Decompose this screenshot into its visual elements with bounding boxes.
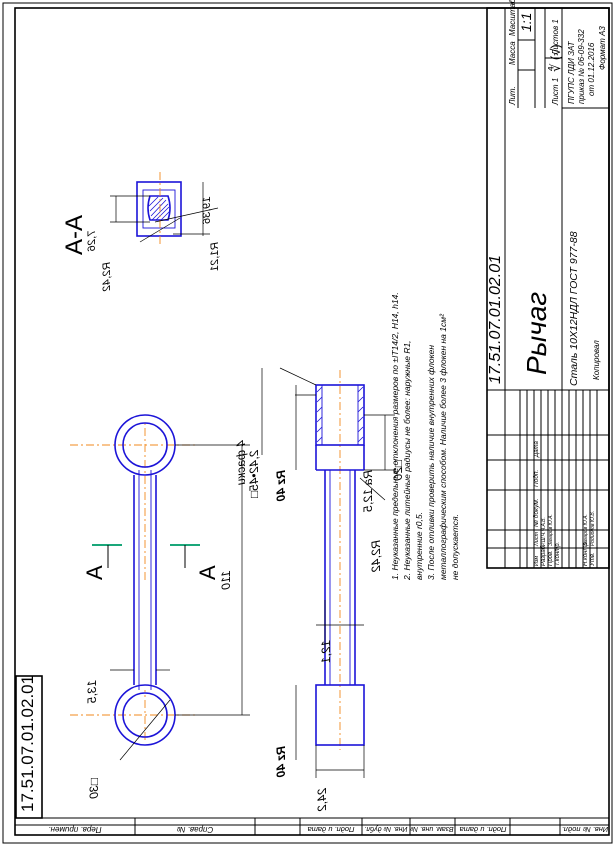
sheet-label: Лист 1 xyxy=(551,78,560,106)
section-label: А-А xyxy=(61,215,88,255)
org-line-3: от 01.12.2016 xyxy=(587,42,596,96)
stamp-row-1-role: Пров. xyxy=(548,550,554,566)
sheets-label: Листов 1 xyxy=(551,19,560,56)
note-3b: металлографическим способом. Наличие бол… xyxy=(438,313,448,580)
stamp-row-5-role: Утв. xyxy=(590,552,596,567)
org-line-1: ПГУПС ЛДИ ЗАТ xyxy=(567,40,576,104)
dim-fillet-r2-42: R2,42 xyxy=(369,540,383,572)
designation-top: 17.51.07.01.02.01 xyxy=(18,675,37,812)
col-repl-inv: Взам. инв. № xyxy=(410,825,454,832)
section-a-a: А-А 7,26 19,36 R2,42 R1,21 xyxy=(61,172,221,291)
stamp-row-4-role: Н.контр. xyxy=(583,541,589,566)
section-arrow-a-right: А xyxy=(195,565,220,580)
upper-boss-inner xyxy=(122,422,168,468)
stamp-row-1-name: Захаров Ю.А. xyxy=(548,514,554,546)
stamp-head-doc: № докум. xyxy=(532,498,540,527)
org-line-2: приказ № 06-09-332 xyxy=(577,29,586,104)
stamp-row-0-name: Р.Ш.Ч.Ч.А.В. xyxy=(541,517,547,546)
technical-notes: 1. Неуказанные предельные отклонения раз… xyxy=(390,292,460,581)
roughness-ra12-5: Ra 12,5 xyxy=(361,470,375,512)
stamp-row-4-name: Захаров Ю.А. xyxy=(583,514,589,546)
dim-24-2: 24,2 xyxy=(315,787,329,812)
col-first-use: Перв. примен. xyxy=(48,825,101,834)
dim-chamfer-count: 4 фаски xyxy=(234,440,248,485)
side-lower-hub xyxy=(315,684,365,746)
side-upper-hatch xyxy=(316,386,364,443)
section-dim-7-26: 7,26 xyxy=(86,230,98,252)
stamp-head-date: Дата xyxy=(534,441,540,458)
col-dup-inv: Инв. № дубл. xyxy=(364,825,407,833)
col-orig-inv: Инв. № подл. xyxy=(562,825,609,834)
format-label: Формат А3 xyxy=(598,26,607,70)
note-2b: внутренние r0,5. xyxy=(414,512,424,580)
stamp-head-change: Изм xyxy=(534,556,540,566)
note-3c: не допускается. xyxy=(450,514,460,580)
sheet-outer-border xyxy=(2,2,613,844)
mass-label: Масса xyxy=(508,41,517,65)
stamp-row-2-role: Т.контр. xyxy=(555,542,561,566)
note-2: 2. Неуказанные литейные радиусы не более… xyxy=(402,340,412,581)
dim-12-1: 12,1 xyxy=(319,640,333,663)
section-arrow-a-left: А xyxy=(82,565,107,580)
lower-boss-inner xyxy=(122,692,168,738)
note-3: 3. После отливки проверить наличие внутр… xyxy=(426,345,436,580)
part-title: Рычаг xyxy=(521,292,552,375)
stamp-row-0-role: Разраб. xyxy=(541,544,547,566)
section-dim-r1-21: R1,21 xyxy=(209,242,221,271)
note-1: 1. Неуказанные предельные отклонения раз… xyxy=(390,292,400,580)
lit-label: Лит. xyxy=(508,86,517,106)
dim-square-30: □30 xyxy=(87,778,101,799)
lever-top-view: А А 110 13,5 □30 xyxy=(70,414,250,799)
section-dim-r2-42: R2,42 xyxy=(101,262,113,291)
dim-square-20: □20 xyxy=(391,460,405,481)
col-sign-date-1: Подп. и дата xyxy=(308,825,355,834)
scale-label: Масштаб xyxy=(508,0,517,36)
drawing-designation: 17.51.07.01.02.01 xyxy=(487,255,504,384)
stamp-head-sign: Подп. xyxy=(532,470,540,487)
scale-value: 1:1 xyxy=(518,13,534,32)
col-ref-no: Справ. № xyxy=(176,825,213,834)
lever-side-view: Rz 40 Ra 12,5 □20 R2,42 12,1 Rz 40 24,2 … xyxy=(234,367,405,812)
part-material: Сталь 10Х12НДЛ ГОСТ 977-88 xyxy=(568,231,580,386)
copied-label: Копировал xyxy=(592,340,601,380)
dim-chamfer: 2,42•45□ xyxy=(247,449,261,498)
roughness-rz40-top: Rz 40 xyxy=(274,470,288,502)
title-block: 17.51.07.01.02.01 Рычаг Сталь 10Х12НДЛ Г… xyxy=(486,0,610,569)
roughness-rz40-bottom: Rz 40 xyxy=(274,746,288,778)
stamp-row-5-name: Родионов Ю.В. xyxy=(590,511,596,546)
bottom-strip: Перв. примен. Справ. № Подп. и дата Инв.… xyxy=(15,817,609,835)
dim-13-5: 13,5 xyxy=(85,680,99,704)
section-outline xyxy=(136,181,182,237)
col-sign-date-2: Подп. и дата xyxy=(460,825,507,834)
stamp-head-sheet: Лист xyxy=(534,531,540,547)
dim-110: 110 xyxy=(219,570,233,589)
section-hatching xyxy=(148,196,171,221)
